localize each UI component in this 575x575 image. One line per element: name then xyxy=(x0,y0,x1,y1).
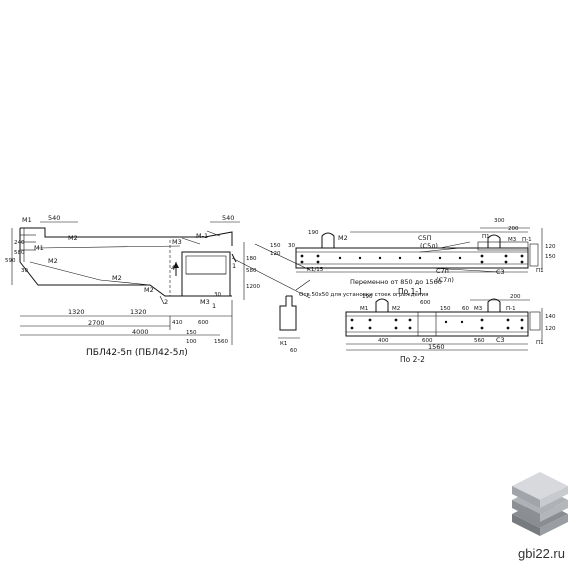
section-1-1-dots xyxy=(300,254,524,264)
dim-120-s1r: 120 xyxy=(545,244,556,250)
mark-m3-main: М3 xyxy=(172,238,182,246)
mark-m2-s2: М2 xyxy=(392,306,400,312)
dim-4000: 4000 xyxy=(132,328,149,336)
section-1-1 xyxy=(295,227,543,273)
main-caption: ПБЛ42-5п (ПБЛ42-5л) xyxy=(86,348,188,358)
section-2-2 xyxy=(345,298,543,351)
dim-190-s1: 190 xyxy=(308,230,319,236)
mark-m2-main-low: М2 xyxy=(112,274,122,282)
dim-600-s2b: 600 xyxy=(422,338,433,344)
section-number-2-a: 2 xyxy=(164,298,168,306)
dim-200-s2: 200 xyxy=(510,294,521,300)
mark-p1-s1r: П1 xyxy=(536,268,544,274)
section-2-2-labels: 190 600 200 М1 М2 М3 П-1 150 60 140 120 … xyxy=(360,294,556,364)
mark-m2-s1: М2 xyxy=(338,234,348,242)
section-2-2-dots xyxy=(350,318,524,330)
mark-c3-s1: С3 xyxy=(496,268,505,276)
mark-p1b-s1: П-1 xyxy=(522,237,532,243)
mark-m1-main: М1 xyxy=(22,216,32,224)
dim-400-s2: 400 xyxy=(378,338,389,344)
mark-c5l: (С5л) xyxy=(420,242,438,250)
dim-150: 150 xyxy=(186,330,197,336)
dim-190-s2: 190 xyxy=(362,294,373,300)
dim-560-s2: 560 xyxy=(474,338,485,344)
note-fence: Отв.50х50 для установки стоек ограждения xyxy=(299,292,428,298)
dim-1320-a: 1320 xyxy=(68,308,85,316)
dim-60-small: 60 xyxy=(290,348,297,354)
mark-c3-s2: С3 xyxy=(496,336,505,344)
dim-600: 600 xyxy=(198,320,209,326)
mark-c5p: С5П xyxy=(418,234,432,242)
dim-2700: 2700 xyxy=(88,319,105,327)
dim-300: 300 xyxy=(494,218,505,224)
mark-m2-main-top: М2 xyxy=(68,234,78,242)
dim-580: 580 xyxy=(14,250,25,256)
section-2-2-caption: По 2-2 xyxy=(400,355,425,364)
dim-120-s1: 120 xyxy=(270,251,281,257)
mark-m3-s2: М3 xyxy=(474,306,483,312)
mark-c7l: (С7л) xyxy=(436,276,454,284)
dim-100: 100 xyxy=(186,339,197,345)
mark-m1-s2: М1 xyxy=(360,306,368,312)
mark-p1b-s2: П-1 xyxy=(506,306,516,312)
dim-580-b: 580 xyxy=(246,268,257,274)
mark-m3-main-b: М3 xyxy=(200,298,210,306)
section-number-1-b: 1 xyxy=(212,302,216,310)
mark-m1-main-b: М1 xyxy=(34,244,44,252)
section-number-4: 4 xyxy=(171,264,175,272)
mark-k1-small: К1 xyxy=(280,341,287,347)
dim-200-s1: 200 xyxy=(508,226,519,232)
mark-c7p: С7п xyxy=(436,267,449,275)
dim-600-s2: 600 xyxy=(420,300,431,306)
dim-30-s1: 30 xyxy=(288,243,295,249)
mark-m1b-main: М-1 xyxy=(196,232,208,240)
site-watermark: gbi22.ru xyxy=(518,546,565,561)
dim-30-a: 30 xyxy=(21,268,28,274)
dim-410: 410 xyxy=(172,320,183,326)
dim-150-s2: 150 xyxy=(440,306,451,312)
small-section: К1 60 Отв.50х50 для установки стоек огра… xyxy=(231,243,428,354)
dim-540-right: 540 xyxy=(222,214,234,222)
mark-p1-s1: П1 xyxy=(482,234,490,240)
mark-p1-s2: П1 xyxy=(536,340,544,346)
dim-1560-s2: 1560 xyxy=(428,343,445,351)
dim-590: 590 xyxy=(5,258,16,264)
main-elevation xyxy=(11,221,245,345)
dim-150-s1: 150 xyxy=(270,243,281,249)
section-1-1-labels: 190 М2 120 150 30 К1/15 С5П (С5л) С7п (С… xyxy=(270,218,556,296)
dim-150-s1r: 150 xyxy=(545,254,556,260)
mark-k15: К1/15 xyxy=(307,267,324,273)
note-length: Переменно от 850 до 1560 xyxy=(350,278,442,286)
dim-1320-b: 1320 xyxy=(130,308,147,316)
dim-240: 240 xyxy=(14,240,25,246)
section-number-1-a: 1 xyxy=(232,262,236,270)
dim-120-s2: 120 xyxy=(545,326,556,332)
logo-stack-icon xyxy=(512,472,568,536)
dim-30-b: 30 xyxy=(214,292,221,298)
dim-180: 180 xyxy=(246,256,257,262)
main-elevation-labels: М1 540 М2 М1 М2 М2 М2 240 590 30 580 132… xyxy=(5,214,260,358)
section-1-1-caption: По 1-1 xyxy=(398,287,423,296)
dim-1560-main: 1560 xyxy=(214,339,228,345)
mark-m3-s1: М3 xyxy=(508,237,517,243)
dim-140-s2: 140 xyxy=(545,314,556,320)
dim-540-left: 540 xyxy=(48,214,60,222)
mark-m2-main-end: М2 xyxy=(144,286,154,294)
dim-60-s2: 60 xyxy=(462,306,469,312)
dim-1200: 1200 xyxy=(246,284,260,290)
mark-m2-main-mid: М2 xyxy=(48,257,58,265)
